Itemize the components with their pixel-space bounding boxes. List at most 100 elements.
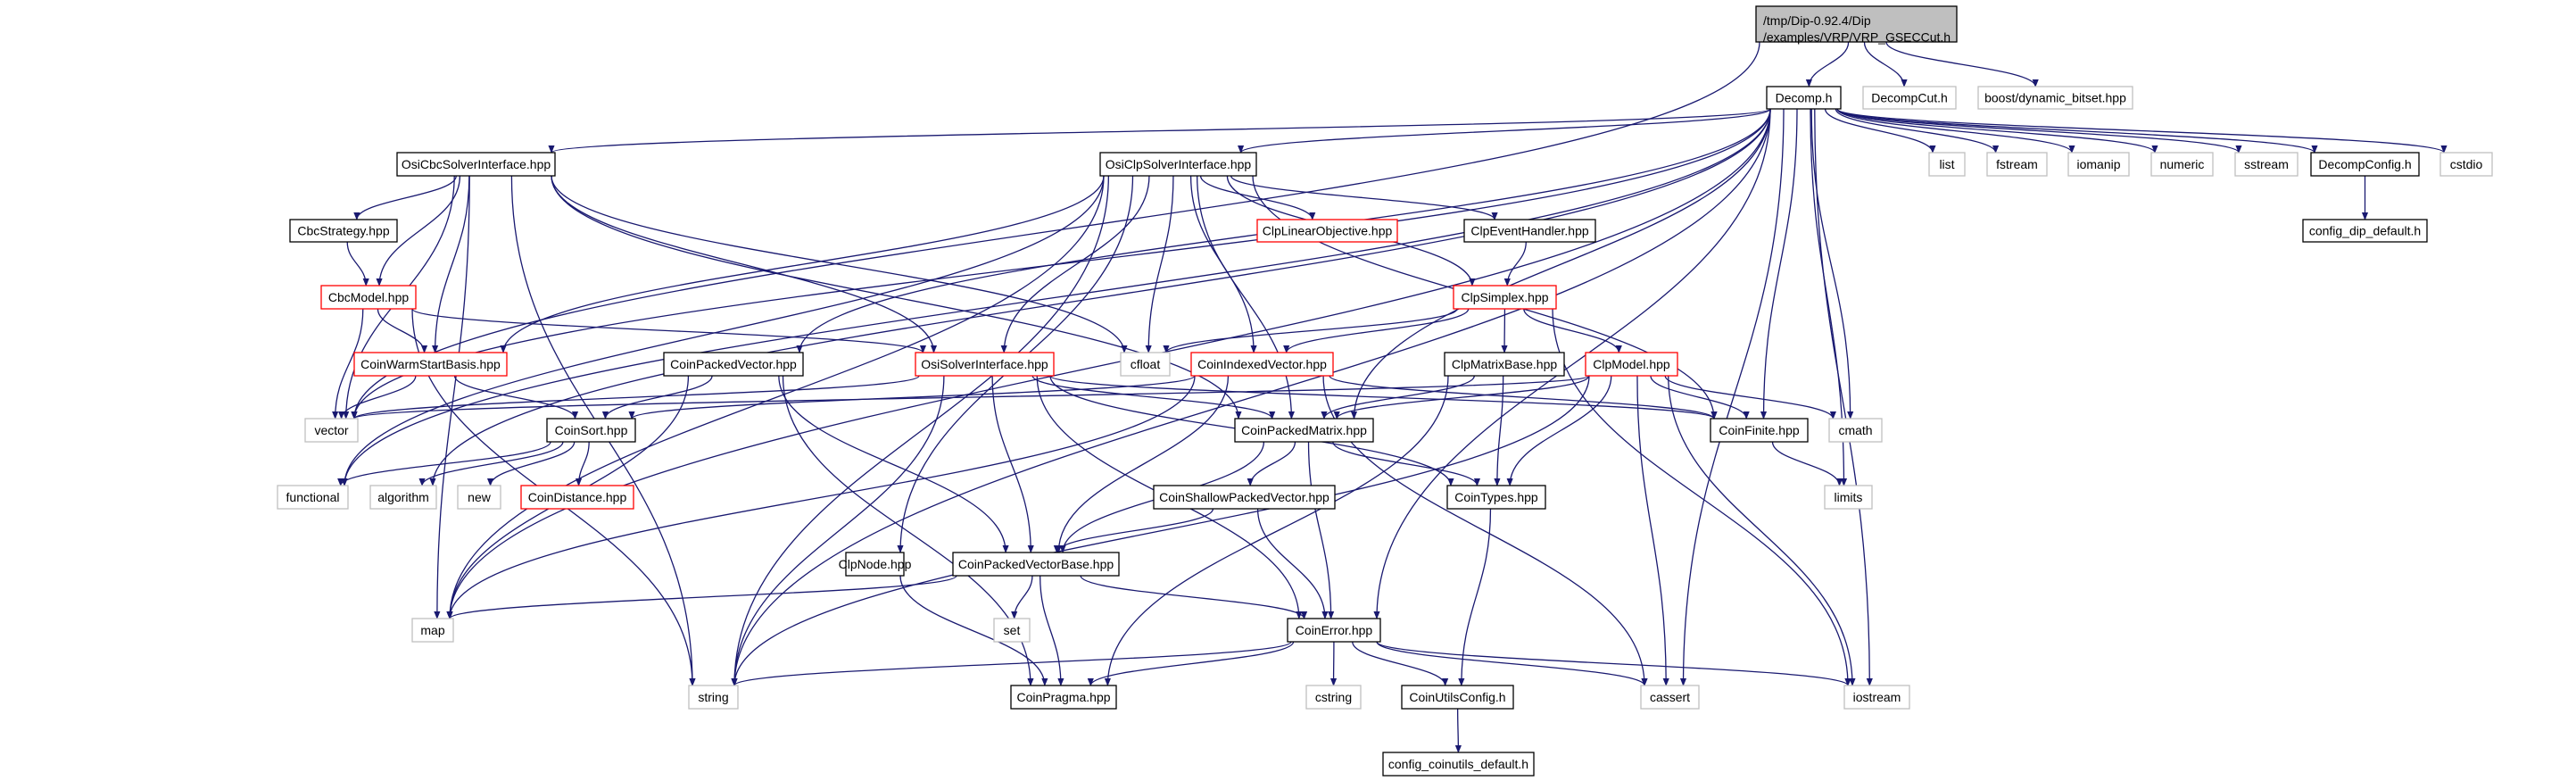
node-algorithm[interactable]: algorithm [369, 485, 437, 510]
node-clpevent[interactable]: ClpEventHandler.hpp [1463, 219, 1596, 243]
node-osiclp[interactable]: OsiClpSolverInterface.hpp [1099, 152, 1257, 177]
node-cbcmodel[interactable]: CbcModel.hpp [320, 285, 417, 310]
node-packedmatrix[interactable]: CoinPackedMatrix.hpp [1234, 418, 1374, 443]
edge-decomp-to-cmath [1810, 108, 1854, 420]
node-shallow[interactable]: CoinShallowPackedVector.hpp [1153, 485, 1336, 510]
node-decompconfig[interactable]: DecompConfig.h [2310, 152, 2420, 177]
edge-clpmodel-to-cointypes [1506, 375, 1612, 486]
edge-utilsconfig-to-configcoin [1454, 708, 1462, 753]
edges-layer [332, 41, 2448, 753]
node-vector[interactable]: vector [304, 418, 359, 443]
node-label: /tmp/Dip-0.92.4/Dip [1763, 13, 1871, 28]
node-label: functional [286, 490, 340, 504]
node-box [1190, 352, 1334, 377]
node-clpnode[interactable]: ClpNode.hpp [839, 552, 912, 577]
node-string[interactable]: string [688, 685, 739, 710]
edge-decomp-to-coinfinite [1760, 108, 1798, 420]
edge-decomp-to-cassert [1679, 108, 1785, 686]
node-root[interactable]: /tmp/Dip-0.92.4/Dip/examples/VRP/VRP_GSE… [1755, 5, 1958, 44]
node-limits[interactable]: limits [1824, 485, 1873, 510]
edge-decomp-to-packedmatrix [1350, 108, 1771, 420]
edge-cbcmodel-to-warmstart [377, 308, 428, 353]
node-clpsimplex[interactable]: ClpSimplex.hpp [1453, 285, 1557, 310]
node-map[interactable]: map [411, 618, 454, 643]
node-cbcstrategy[interactable]: CbcStrategy.hpp [289, 219, 398, 243]
edge-pvbase-to-coinpragma [1040, 575, 1064, 686]
node-cointypes[interactable]: CoinTypes.hpp [1446, 485, 1546, 510]
node-coinfinite[interactable]: CoinFinite.hpp [1710, 418, 1809, 443]
edge-decomp-to-list [1824, 108, 1936, 154]
edge-decomp-to-coinerror [1373, 108, 1771, 619]
node-decomp[interactable]: Decomp.h [1766, 86, 1842, 110]
node-decompcut[interactable]: DecompCut.h [1862, 86, 1957, 110]
node-label: CoinDistance.hpp [528, 490, 627, 504]
node-clpmatrixbase[interactable]: ClpMatrixBase.hpp [1444, 352, 1565, 377]
node-box [320, 285, 417, 310]
edge-indexedvector-to-coinfinite [1329, 375, 1718, 420]
edge-coinerror-to-coinpragma [1087, 641, 1295, 686]
node-sstream[interactable]: sstream [2234, 152, 2299, 177]
node-label: CoinPackedMatrix.hpp [1241, 423, 1367, 437]
edge-osiclp-to-cfloat [1145, 175, 1174, 353]
node-configcoin[interactable]: config_coinutils_default.h [1382, 752, 1535, 777]
node-cstring[interactable]: cstring [1305, 685, 1362, 710]
node-list[interactable]: list [1928, 152, 1966, 177]
node-boost[interactable]: boost/dynamic_bitset.hpp [1977, 86, 2133, 110]
node-iomanip[interactable]: iomanip [2067, 152, 2130, 177]
node-box [2310, 152, 2420, 177]
node-box [1986, 152, 2048, 177]
node-clplinear[interactable]: ClpLinearObjective.hpp [1256, 219, 1398, 243]
node-osisolver[interactable]: OsiSolverInterface.hpp [915, 352, 1055, 377]
edge-shallow-to-pvbase [1053, 508, 1214, 553]
node-box [520, 485, 634, 510]
node-label: algorithm [377, 490, 429, 504]
node-functional[interactable]: functional [277, 485, 349, 510]
node-pvbase[interactable]: CoinPackedVectorBase.hpp [952, 552, 1120, 577]
edge-coinfinite-to-limits [1771, 441, 1843, 486]
edge-decomp-to-string [731, 108, 1771, 686]
node-coinerror[interactable]: CoinError.hpp [1287, 618, 1381, 643]
edge-decomp-to-cstdio [1836, 108, 2448, 154]
node-coinpragma[interactable]: CoinPragma.hpp [1010, 685, 1117, 710]
node-cstdio[interactable]: cstdio [2439, 152, 2493, 177]
node-box [2067, 152, 2130, 177]
node-set[interactable]: set [993, 618, 1031, 643]
node-coinsort[interactable]: CoinSort.hpp [546, 418, 636, 443]
node-utilsconfig[interactable]: CoinUtilsConfig.h [1401, 685, 1514, 710]
node-label: CoinTypes.hpp [1454, 490, 1538, 504]
edge-clpsimplex-to-clpmodel [1523, 308, 1622, 353]
node-cmath[interactable]: cmath [1828, 418, 1883, 443]
node-osicbc[interactable]: OsiCbcSolverInterface.hpp [396, 152, 556, 177]
node-coindistance[interactable]: CoinDistance.hpp [520, 485, 634, 510]
node-box [411, 618, 454, 643]
node-cassert[interactable]: cassert [1640, 685, 1700, 710]
node-packedvector[interactable]: CoinPackedVector.hpp [663, 352, 804, 377]
node-label: CoinUtilsConfig.h [1409, 690, 1505, 704]
node-indexedvector[interactable]: CoinIndexedVector.hpp [1190, 352, 1334, 377]
node-box [1862, 86, 1957, 110]
node-label: CbcStrategy.hpp [297, 224, 389, 238]
edge-osisolver-to-vector [351, 375, 920, 420]
node-box [688, 685, 739, 710]
node-fstream[interactable]: fstream [1986, 152, 2048, 177]
edge-root-to-decompcut [1863, 41, 1908, 87]
edge-indexedvector-to-coinsort [628, 375, 1196, 420]
node-label: CoinPackedVector.hpp [670, 357, 797, 371]
node-label: iomanip [2076, 157, 2120, 171]
node-clpmodel[interactable]: ClpModel.hpp [1585, 352, 1678, 377]
node-label: cmath [1838, 423, 1872, 437]
edge-osicbc-to-warmstart [432, 175, 470, 353]
node-configdip[interactable]: config_dip_default.h [2302, 219, 2428, 243]
node-box [2234, 152, 2299, 177]
node-iostream[interactable]: iostream [1843, 685, 1910, 710]
node-new[interactable]: new [457, 485, 501, 510]
node-warmstart[interactable]: CoinWarmStartBasis.hpp [353, 352, 508, 377]
node-box [457, 485, 501, 510]
edge-clpnode-to-coinpragma [899, 575, 1048, 686]
node-box [1640, 685, 1700, 710]
node-numeric[interactable]: numeric [2150, 152, 2214, 177]
node-box [1234, 418, 1374, 443]
edge-clpmodel-to-cassert [1636, 375, 1669, 686]
node-cfloat[interactable]: cfloat [1120, 352, 1171, 377]
edge-clpmatrixbase-to-cointypes [1494, 375, 1504, 486]
